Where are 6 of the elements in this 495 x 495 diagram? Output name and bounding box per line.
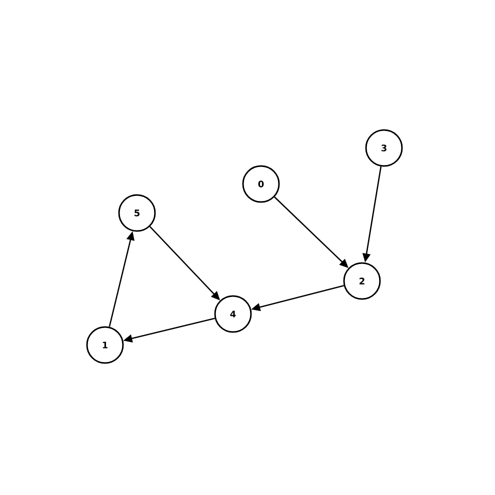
graph-node: 3 [365,129,403,167]
graph-node: 2 [343,262,381,300]
graph-node: 0 [242,165,280,203]
graph-node: 4 [214,295,252,333]
graph-node: 5 [118,194,156,232]
graph-node: 1 [86,326,124,364]
